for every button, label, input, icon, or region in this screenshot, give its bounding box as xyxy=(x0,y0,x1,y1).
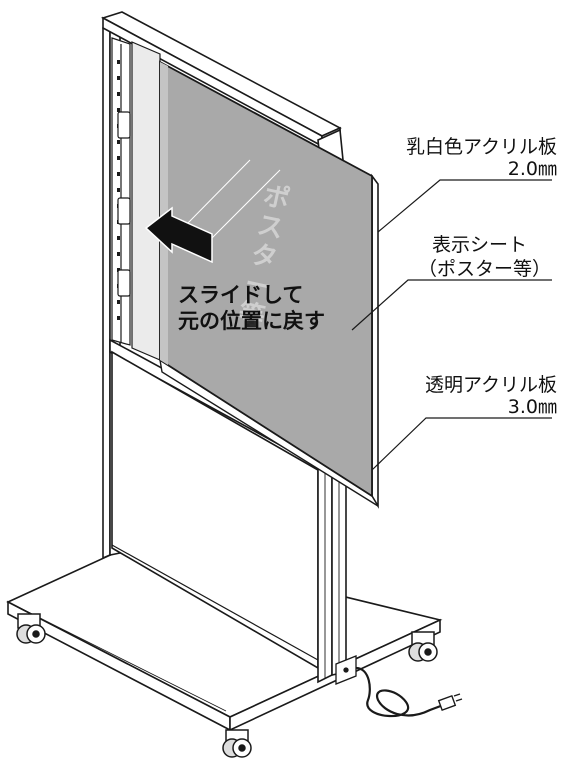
label-milky-thickness: 2.0㎜ xyxy=(507,158,557,180)
callout-leaders xyxy=(351,179,552,471)
frame-inner-track xyxy=(111,37,131,346)
instruction-line-1: スライドして xyxy=(178,283,304,307)
track-clips xyxy=(117,111,131,297)
label-display-sheet-note: （ポスター等） xyxy=(417,258,551,280)
caster-wheels xyxy=(16,613,438,758)
power-cord xyxy=(355,666,447,718)
slide-guide-line-2 xyxy=(209,169,281,241)
label-clear-thickness: 3.0㎜ xyxy=(507,396,557,418)
label-clear-acrylic: 透明アクリル板 xyxy=(424,374,557,396)
caster-front-right xyxy=(222,729,252,758)
slide-guide-line-1 xyxy=(185,159,251,226)
power-outlet-box xyxy=(335,655,357,685)
lower-panel-rail xyxy=(111,544,319,661)
slide-arrow-icon xyxy=(144,206,213,264)
instruction-line-2: 元の位置に戻す xyxy=(178,309,325,333)
caster-back-right xyxy=(408,631,438,662)
frame-light-channel xyxy=(131,41,161,361)
label-milky-acrylic: 乳白色アクリル板 xyxy=(405,136,557,158)
leader-clear-acrylic xyxy=(371,417,552,471)
power-plug xyxy=(437,693,463,711)
label-display-sheet: 表示シート xyxy=(431,234,527,256)
leader-milky-acrylic xyxy=(377,179,552,233)
caster-front-left xyxy=(16,613,46,644)
leader-display-sheet xyxy=(351,279,552,331)
